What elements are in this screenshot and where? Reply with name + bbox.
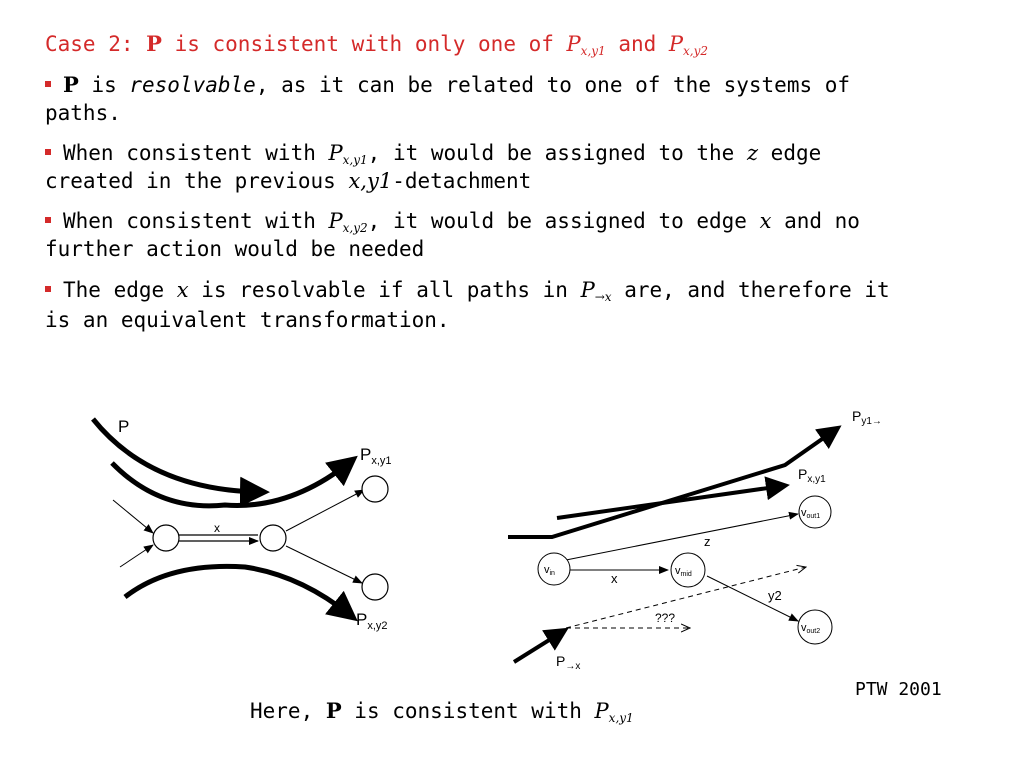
path-pxy2	[123, 563, 358, 622]
bullet-3-line-2: further action would be needed	[45, 237, 425, 261]
bullet-4-line-1: The edge x is resolvable if all paths in…	[45, 276, 890, 311]
node-out-top	[361, 475, 389, 503]
bullet-text: and no	[771, 209, 860, 233]
x-symbol: x	[759, 209, 772, 233]
bullet-text: , it would be assigned to the	[367, 141, 747, 165]
bullet-text: edge	[758, 141, 822, 165]
label-z: z	[704, 534, 711, 549]
path-pxy1	[556, 476, 790, 520]
node-vin	[537, 552, 571, 586]
pxy1-symbol: Px,y1	[328, 141, 368, 167]
bullet-marker	[45, 286, 51, 292]
bullet-text: When consistent with	[63, 141, 329, 165]
node-right	[259, 524, 287, 552]
label-pxy1: Px,y1	[798, 466, 826, 485]
bullet-text: , as it can be related to one of the sys…	[255, 73, 851, 97]
out-edge-top	[285, 489, 365, 532]
label-x: x	[611, 571, 618, 586]
left-diagram: P x Px,y1 Px,y2	[91, 417, 392, 632]
bullet-text: is resolvable if all paths in	[188, 278, 581, 302]
path-p-top	[91, 417, 270, 507]
p-symbol: P	[146, 31, 162, 56]
resolvable-word: resolvable	[129, 73, 256, 97]
right-diagram: vin vmid vout1 vout2 Py1→ Px,y1 z x y2 ?…	[508, 408, 882, 672]
pxy2-symbol: Px,y2	[328, 209, 368, 235]
caption-text: is consistent with	[341, 699, 595, 723]
path-p-middle	[110, 455, 358, 509]
z-symbol: z	[746, 141, 759, 165]
node-out-bottom	[361, 573, 389, 601]
label-pxy2: Px,y2	[356, 610, 388, 632]
edge-z	[565, 511, 799, 561]
bullet-1-line-1: P is resolvable, as it can be related to…	[45, 71, 850, 99]
label-vout2: vout2	[801, 622, 820, 635]
bullet-marker	[45, 81, 51, 87]
bullet-marker	[45, 149, 51, 155]
bullet-text: created in the previous	[45, 169, 349, 193]
caption-text: Here,	[250, 699, 326, 723]
p-to-x-symbol: P→x	[580, 278, 612, 304]
label-x: x	[214, 521, 220, 535]
and-text: and	[605, 32, 669, 56]
path-p-to-x	[512, 627, 569, 664]
label-p: P	[118, 417, 129, 436]
bullet-text: , it would be assigned to edge	[367, 209, 760, 233]
bullet-text: The edge	[63, 278, 177, 302]
bullet-1-line-2: paths.	[45, 101, 121, 125]
heading-text: is consistent with only one of	[161, 32, 567, 56]
pxy1-symbol: Px,y1	[566, 32, 606, 58]
case-label: Case 2:	[45, 32, 147, 56]
label-vmid: vmid	[675, 565, 692, 578]
p-symbol: P	[325, 698, 342, 723]
label-vout1: vout1	[801, 507, 820, 520]
bullet-2-line-2: created in the previous x,y1-detachment	[45, 167, 531, 195]
x-symbol: x	[176, 278, 189, 302]
bullet-text: are, and therefore it	[611, 278, 890, 302]
bullet-text: is	[78, 73, 130, 97]
in-edge-bottom	[119, 544, 154, 568]
bullet-2-line-1: When consistent with Px,y1, it would be …	[45, 139, 821, 174]
bullet-text: When consistent with	[63, 209, 329, 233]
label-unknown: ???	[655, 611, 675, 625]
label-vin: vin	[544, 564, 555, 577]
edge-y2	[706, 575, 799, 622]
caption: Here, P is consistent with Px,y1	[250, 698, 634, 725]
node-vout1	[798, 495, 832, 529]
pxy1-symbol: Px,y1	[594, 699, 634, 725]
path-py1	[508, 425, 842, 539]
node-vmid	[670, 552, 706, 588]
credit-text: PTW 2001	[855, 679, 942, 700]
node-left	[152, 524, 180, 552]
label-py1: Py1→	[852, 408, 882, 427]
p-symbol: P	[63, 72, 79, 97]
bullet-text: -detachment	[392, 169, 532, 193]
slide-heading: Case 2: P is consistent with only one of…	[45, 30, 708, 65]
bullet-marker	[45, 217, 51, 223]
bullet-4-line-2: is an equivalent transformation.	[45, 308, 450, 332]
in-edge-top	[112, 499, 154, 534]
bullet-3-line-1: When consistent with Px,y2, it would be …	[45, 207, 860, 242]
node-vout2	[797, 609, 833, 645]
label-y2: y2	[768, 588, 782, 603]
pxy2-symbol: Px,y2	[668, 32, 709, 58]
out-edge-bottom	[285, 545, 363, 584]
label-p-to-x: P→x	[556, 653, 580, 672]
label-pxy1: Px,y1	[360, 445, 392, 467]
xy1-symbol: x,y1	[348, 169, 393, 193]
